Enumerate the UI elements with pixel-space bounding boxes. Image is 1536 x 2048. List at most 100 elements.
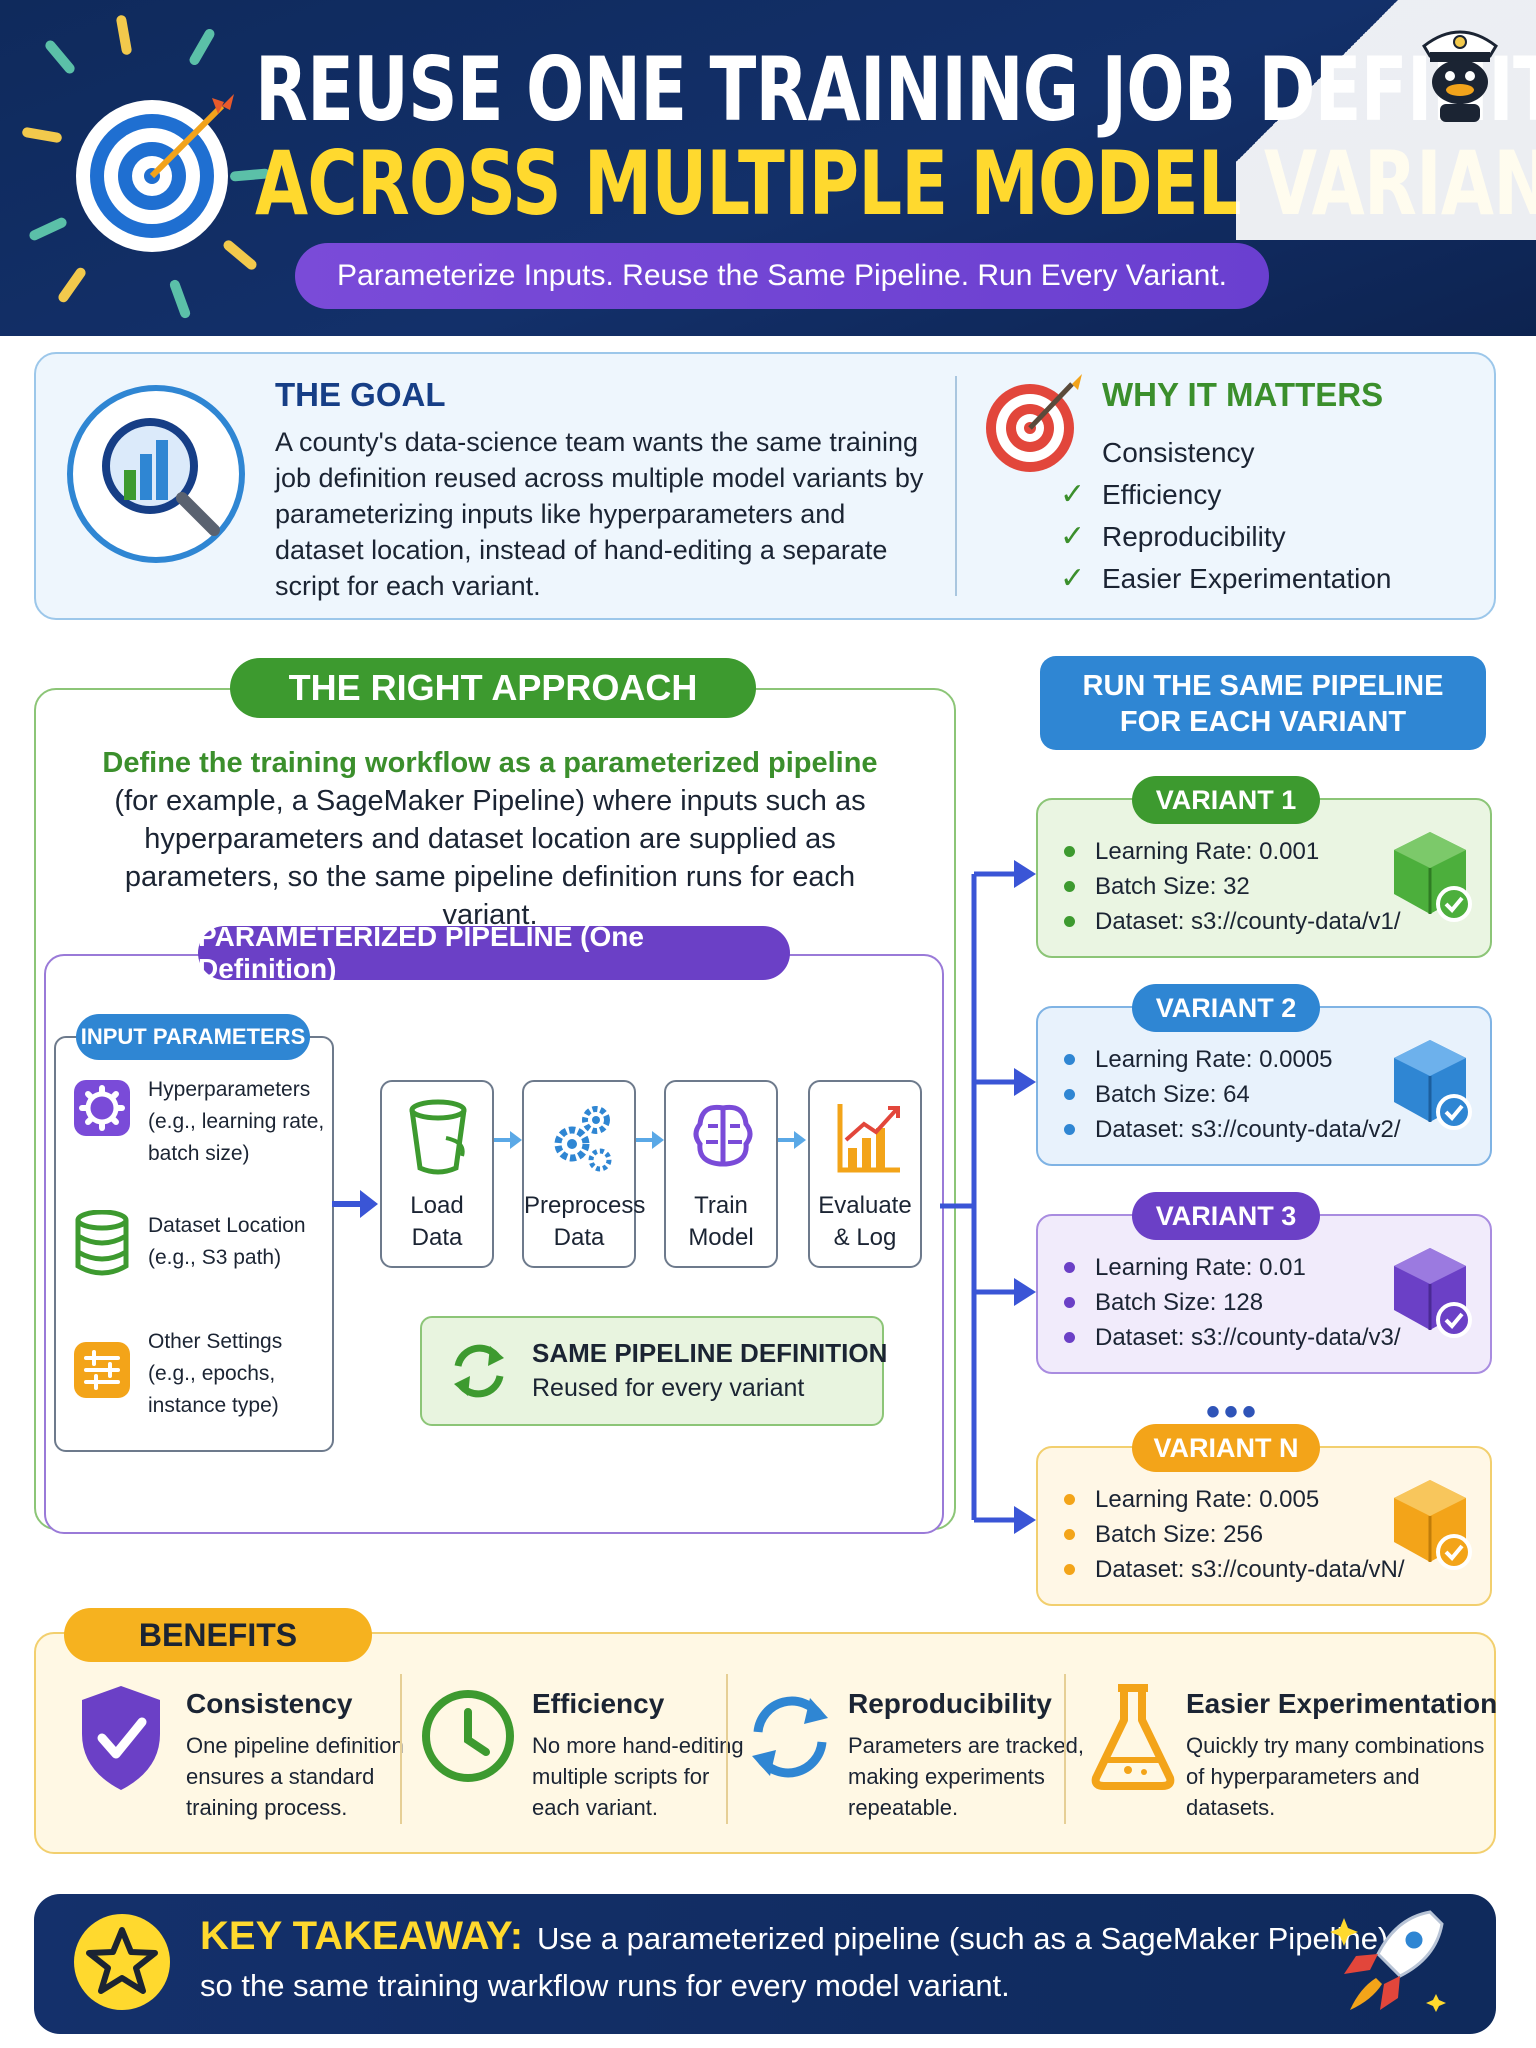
benefit-divider bbox=[400, 1674, 402, 1824]
arrow-right-icon bbox=[778, 1131, 806, 1149]
why-item: ✓Easier Experimentation bbox=[1060, 558, 1391, 600]
ray-decoration bbox=[43, 38, 77, 76]
bullet-dot bbox=[1064, 1529, 1075, 1540]
check-icon: ✓ bbox=[1060, 520, 1086, 553]
goal-divider bbox=[955, 376, 957, 596]
input-parameters-title: INPUT PARAMETERS bbox=[76, 1014, 310, 1060]
arrow-right-icon bbox=[494, 1131, 522, 1149]
bucket-icon bbox=[409, 1099, 467, 1175]
bullet-dot bbox=[1064, 916, 1075, 927]
benefit-title-efficiency: Efficiency bbox=[532, 1688, 665, 1719]
benefit-title-consistency: Consistency bbox=[186, 1688, 353, 1719]
goal-panel bbox=[34, 352, 1496, 620]
bullet-dot bbox=[1064, 846, 1075, 857]
approach-title: THE RIGHT APPROACH bbox=[230, 658, 756, 718]
benefit-divider bbox=[1064, 1674, 1066, 1824]
variant-2-title: VARIANT 2 bbox=[1132, 984, 1320, 1032]
goal-title: THE GOAL bbox=[275, 376, 446, 413]
benefit-text-reproducibility: Parameters are tracked, making experimen… bbox=[848, 1733, 1084, 1820]
ray-decoration bbox=[115, 14, 133, 56]
why-item: Consistency bbox=[1102, 437, 1255, 468]
bullet-dot bbox=[1064, 1494, 1075, 1505]
same-def-title: SAME PIPELINE DEFINITION bbox=[532, 1338, 888, 1368]
benefit-text-easier-experimentation: Quickly try many combinations of hyperpa… bbox=[1186, 1733, 1485, 1820]
check-icon: ✓ bbox=[1060, 478, 1086, 511]
refresh-icon bbox=[454, 1344, 504, 1398]
cube-check-icon bbox=[1394, 1248, 1472, 1338]
clock-icon bbox=[422, 1690, 514, 1782]
step-evaluate-log: Evaluate& Log bbox=[808, 1080, 922, 1268]
database-icon bbox=[75, 1210, 129, 1276]
variant-n-params: Learning Rate: 0.005 Batch Size: 256 Dat… bbox=[1064, 1482, 1404, 1587]
cycle-arrows-icon bbox=[752, 1696, 828, 1778]
benefit-text-efficiency: No more hand-editing multiple scripts fo… bbox=[532, 1733, 744, 1820]
subtitle-pill: Parameterize Inputs. Reuse the Same Pipe… bbox=[295, 243, 1269, 309]
ray-decoration bbox=[21, 126, 63, 144]
shield-check-icon bbox=[82, 1686, 160, 1790]
sliders-icon bbox=[74, 1342, 130, 1398]
arrow-right-icon bbox=[332, 1190, 378, 1218]
arrow-right-icon bbox=[636, 1131, 664, 1149]
param-hyperparameters: Hyperparameters (e.g., learning rate, ba… bbox=[148, 1078, 325, 1165]
benefit-divider bbox=[726, 1674, 728, 1824]
bullet-dot bbox=[1064, 1089, 1075, 1100]
why-item: ✓Reproducibility bbox=[1060, 516, 1391, 558]
benefits-panel bbox=[34, 1632, 1496, 1854]
variant-2-params: Learning Rate: 0.0005 Batch Size: 64 Dat… bbox=[1064, 1042, 1401, 1147]
takeaway-line-1: KEY TAKEAWAY:Use a parameterized pipelin… bbox=[200, 1914, 1389, 1958]
bullet-dot bbox=[1064, 1332, 1075, 1343]
key-takeaway-banner bbox=[34, 1894, 1496, 2034]
variant-3-params: Learning Rate: 0.01 Batch Size: 128 Data… bbox=[1064, 1250, 1401, 1355]
benefit-text-consistency: One pipeline definition ensures a standa… bbox=[186, 1733, 404, 1820]
bullet-dot bbox=[1064, 1564, 1075, 1575]
why-item: ✓Efficiency bbox=[1060, 474, 1391, 516]
ray-decoration bbox=[27, 216, 69, 242]
cube-check-icon bbox=[1394, 1040, 1472, 1130]
ray-decoration bbox=[187, 27, 217, 67]
approach-lead-rest: (for example, a SageMaker Pipeline) wher… bbox=[114, 785, 866, 931]
flask-icon bbox=[1091, 1684, 1175, 1790]
cube-check-icon bbox=[1394, 832, 1472, 922]
benefit-title-reproducibility: Reproducibility bbox=[848, 1688, 1052, 1719]
rocket-icon bbox=[1330, 1910, 1446, 2012]
header-banner: REUSE ONE TRAINING JOB DEFINITION ACROSS… bbox=[0, 0, 1536, 336]
bullet-dot bbox=[1064, 1262, 1075, 1273]
brain-icon bbox=[693, 1104, 753, 1167]
goal-text: A county's data-science team wants the s… bbox=[275, 427, 924, 601]
ray-decoration bbox=[168, 278, 192, 320]
fan-out-connector bbox=[940, 860, 1036, 1534]
star-icon bbox=[74, 1914, 170, 2010]
pipeline-title: PARAMETERIZED PIPELINE (One Definition) bbox=[198, 921, 790, 984]
approach-lead-highlight: Define the training workflow as a parame… bbox=[102, 747, 878, 779]
why-list: Consistency ✓Efficiency ✓Reproducibility… bbox=[1060, 432, 1391, 600]
magnifier-chart-icon bbox=[67, 385, 245, 563]
takeaway-line-2: so the same training warkflow runs for e… bbox=[200, 1968, 1010, 2003]
gear-icon bbox=[74, 1080, 130, 1136]
variant-1-params: Learning Rate: 0.001 Batch Size: 32 Data… bbox=[1064, 834, 1401, 939]
same-pipeline-definition-box bbox=[420, 1316, 884, 1426]
bullet-dot bbox=[1064, 1124, 1075, 1135]
bullet-dot bbox=[1064, 1054, 1075, 1065]
variant-1-title: VARIANT 1 bbox=[1132, 776, 1320, 824]
approach-lead: Define the training workflow as a parame… bbox=[100, 744, 880, 934]
step-label: Evaluate& Log bbox=[818, 1192, 912, 1251]
gears-icon bbox=[554, 1106, 612, 1172]
target-icon bbox=[76, 94, 234, 252]
why-title: WHY IT MATTERS bbox=[1102, 376, 1384, 413]
bar-chart-icon bbox=[837, 1104, 900, 1173]
takeaway-label: KEY TAKEAWAY: bbox=[200, 1914, 524, 1958]
run-same-pipeline-header: RUN THE SAME PIPELINE FOR EACH VARIANT bbox=[1040, 656, 1486, 750]
benefits-title: BENEFITS bbox=[64, 1608, 372, 1662]
check-icon: ✓ bbox=[1060, 562, 1086, 595]
same-def-subtitle: Reused for every variant bbox=[532, 1374, 805, 1402]
variant-n-title: VARIANT N bbox=[1132, 1424, 1320, 1472]
ray-decoration bbox=[56, 265, 88, 305]
param-dataset-location: Dataset Location (e.g., S3 path) bbox=[148, 1214, 306, 1269]
param-other-settings: Other Settings (e.g., epochs, instance t… bbox=[148, 1330, 283, 1417]
variant-3-title: VARIANT 3 bbox=[1132, 1192, 1320, 1240]
